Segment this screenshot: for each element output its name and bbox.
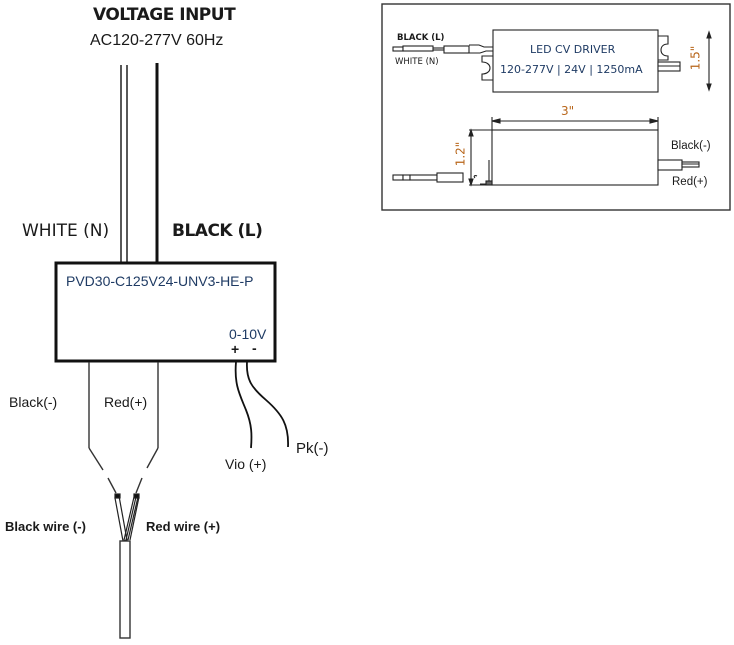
red-wire-label: Red wire (+) [146,519,221,534]
inset-height-dimension-side: 1.2" [453,141,468,167]
input-white-wire [120,65,128,262]
inset-black-line-label: BLACK (L) [397,33,445,43]
black-wire-label: Black wire (-) [5,519,86,534]
driver-box [54,261,277,363]
inset-frame [381,3,731,211]
inset-length-dimension: 3" [561,104,575,118]
dim-wires [234,361,289,449]
dim-plus-label: + [231,341,240,357]
voltage-input-spec: AC120-277V 60Hz [90,32,224,49]
inset-driver-specs: 120-277V | 24V | 1250mA [500,63,643,76]
black-line-label: BLACK (L) [172,221,263,241]
voltage-input-title: VOLTAGE INPUT [93,5,236,25]
inset-top-view [392,29,712,93]
dim-violet-label: Vio (+) [225,456,267,472]
inset-red-output-label: Red(+) [672,176,708,188]
inset-driver-title: LED CV DRIVER [530,43,616,56]
inset-white-neutral-label: WHITE (N) [395,57,439,67]
cable-split [114,493,140,542]
cable-jacket [119,540,131,639]
dimming-label: 0-10V [229,326,267,342]
inset-black-output-label: Black(-) [671,140,711,152]
dim-pink-label: Pk(-) [296,440,329,457]
white-neutral-label: WHITE (N) [22,221,110,241]
dim-minus-label: - [252,340,257,356]
output-red-label: Red(+) [104,394,148,410]
inset-height-dimension-top: 1.5" [688,45,703,71]
output-wires [88,362,159,494]
inset-side-view [392,117,700,187]
driver-model-label: PVD30-C125V24-UNV3-HE-P [66,273,254,289]
output-black-label: Black(-) [9,394,58,410]
